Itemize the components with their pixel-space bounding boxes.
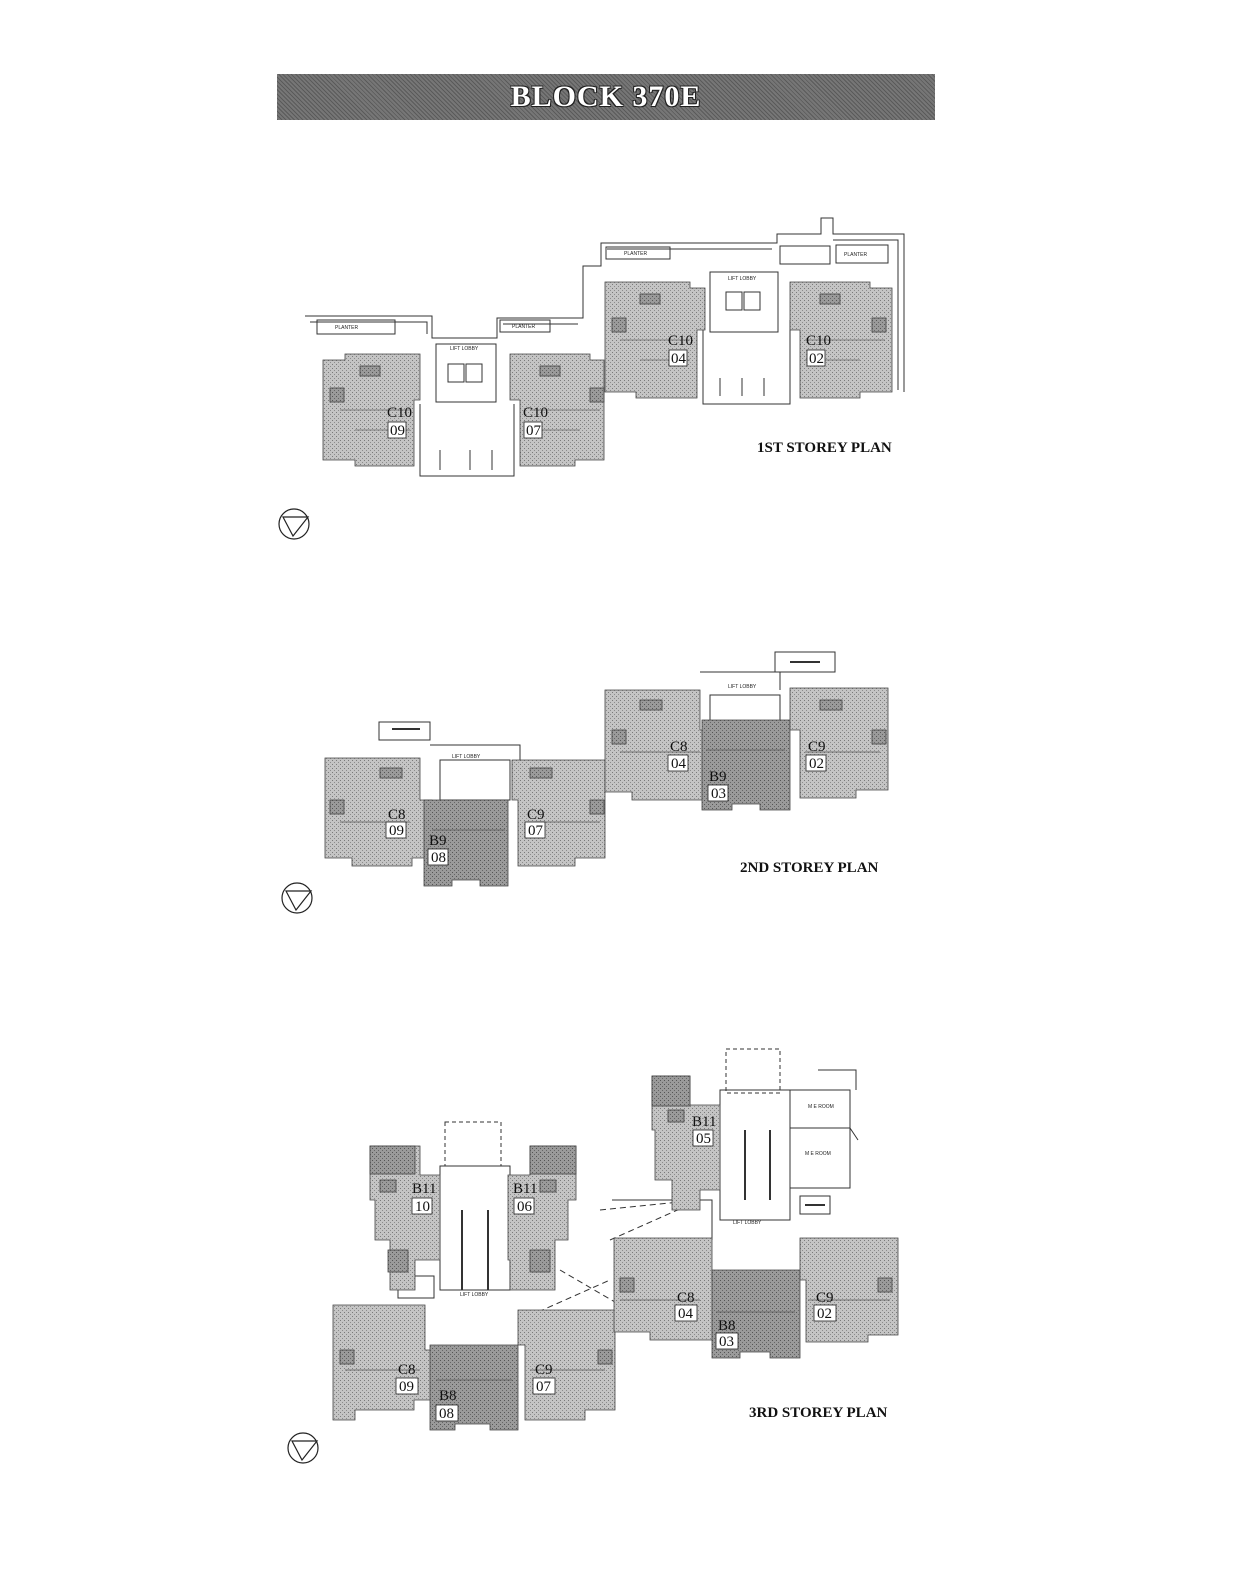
north-arrow-icon	[278, 508, 310, 540]
unit-number-label: 09	[390, 423, 405, 439]
plan-3rd-storey: B11 10 B11 06 B11 05 C8 09 B8 08 C9 07 C…	[287, 1048, 899, 1464]
planter-label: PLANTER	[512, 324, 535, 330]
lift-lobby-label: LIFT LOBBY	[460, 1292, 489, 1298]
unit-type-label: C8	[677, 1290, 695, 1306]
unit-number-label: 07	[536, 1379, 552, 1395]
unit-number-label: 04	[671, 351, 687, 367]
unit-number-label: 07	[526, 423, 542, 439]
unit-type-label: B8	[718, 1318, 736, 1334]
unit-number-label: 09	[389, 823, 404, 839]
planter-box	[835, 244, 889, 264]
unit-number-label: 09	[399, 1379, 414, 1395]
planter-box	[605, 246, 671, 260]
unit-type-label: C8	[388, 807, 406, 823]
unit-number-label: 04	[671, 756, 687, 772]
unit-number-label: 03	[711, 786, 726, 802]
unit-number-label: 02	[817, 1306, 832, 1322]
unit-number-label: 07	[528, 823, 544, 839]
planter-label: PLANTER	[335, 325, 358, 331]
lift-lobby-label: LIFT LOBBY	[452, 754, 481, 760]
unit-type-label: C10	[668, 333, 693, 349]
lift-lobby-label: LIFT LOBBY	[450, 346, 479, 352]
unit-number-label: 02	[809, 351, 824, 367]
unit-type-label: C10	[387, 405, 412, 421]
unit-type-label: C9	[808, 739, 826, 755]
unit-type-label: B11	[692, 1114, 716, 1130]
unit-number-label: 08	[431, 850, 446, 866]
unit-number-label: 02	[809, 756, 824, 772]
unit-type-label: B11	[513, 1181, 537, 1197]
block-title: BLOCK 370E	[510, 80, 702, 113]
unit-number-label: 06	[517, 1199, 533, 1215]
planter-box	[499, 319, 551, 333]
unit-type-label: C9	[535, 1362, 553, 1378]
north-arrow-icon	[287, 1432, 319, 1464]
unit-number-label: 10	[415, 1199, 430, 1215]
unit-type-label: B11	[412, 1181, 436, 1197]
lift-lobby-label: LIFT LOBBY	[733, 1220, 762, 1226]
unit-type-label: C8	[670, 739, 688, 755]
unit-number-label: 05	[696, 1131, 711, 1147]
unit-type-label: B8	[439, 1388, 457, 1404]
planter-label: PLANTER	[844, 252, 867, 258]
plan-2nd-storey: C8 09 B9 08 C9 07 C8 04 B9 03 C9 02 LIFT…	[281, 651, 889, 914]
unit-number-label: 03	[719, 1334, 734, 1350]
plan-title: 3RD STOREY PLAN	[749, 1405, 888, 1421]
plan-title: 1ST STOREY PLAN	[757, 440, 892, 456]
plan-title: 2ND STOREY PLAN	[740, 860, 879, 876]
planter-box	[316, 319, 396, 335]
north-arrow-icon	[281, 882, 313, 914]
lift-lobby-label: LIFT LOBBY	[728, 684, 757, 690]
unit-type-label: C9	[527, 807, 545, 823]
me-room-label: M E ROOM	[808, 1104, 834, 1110]
unit-number-label: 08	[439, 1406, 454, 1422]
unit-type-label: C8	[398, 1362, 416, 1378]
unit-type-label: C10	[523, 405, 548, 421]
unit-type-label: C10	[806, 333, 831, 349]
block-title-banner: BLOCK 370E	[277, 74, 935, 120]
planter-label: PLANTER	[624, 251, 647, 257]
unit-type-label: B9	[429, 833, 447, 849]
unit-type-label: C9	[816, 1290, 834, 1306]
me-room-label: M E ROOM	[805, 1151, 831, 1157]
unit-type-label: B9	[709, 769, 727, 785]
unit-number-label: 04	[678, 1306, 694, 1322]
plan-1st-storey: C10 09 C10 07 C10 04 C10 02 PLANTER PLAN…	[278, 217, 905, 540]
lift-lobby-label: LIFT LOBBY	[728, 276, 757, 282]
